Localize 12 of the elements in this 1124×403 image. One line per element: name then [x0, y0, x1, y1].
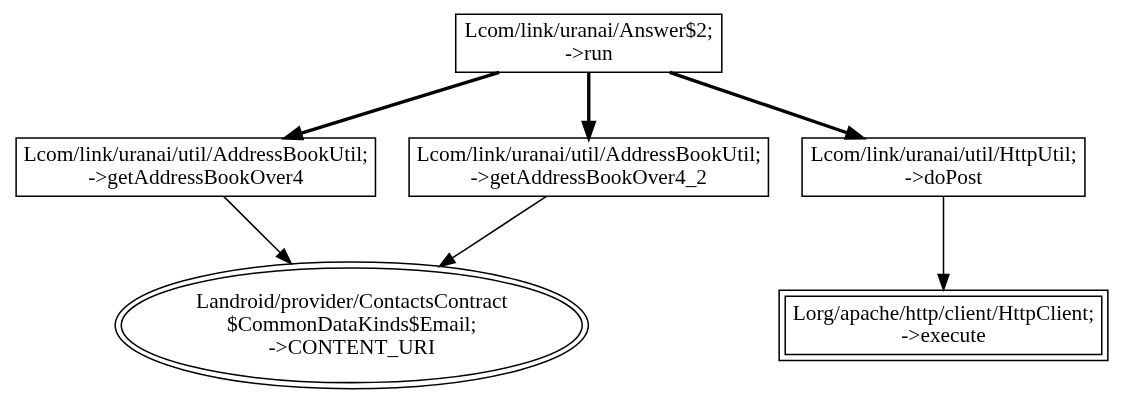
node-box: Lcom/link/uranai/util/HttpUtil; ->doPost: [801, 137, 1086, 197]
node-box: Lcom/link/uranai/Answer$2; ->run: [454, 13, 723, 74]
arrow: [669, 70, 868, 140]
arrow: [937, 195, 950, 293]
arrow: [437, 195, 548, 268]
node-ellipse: Landroid/provider/ContactsContract $CommonDataKinds$Email; ->CONTENT_URI: [114, 261, 590, 390]
node-box: Lcom/link/uranai/util/AddressBookUtil; ->getAddressBookOver4: [15, 137, 377, 197]
arrow: [581, 72, 597, 143]
node-box: Lorg/apache/http/client/HttpClient; ->execute: [778, 289, 1109, 362]
arrow: [280, 70, 500, 141]
node-box: Lcom/link/uranai/util/AddressBookUtil; ->getAddressBookOver4_2: [408, 137, 770, 197]
arrow: [222, 195, 293, 266]
